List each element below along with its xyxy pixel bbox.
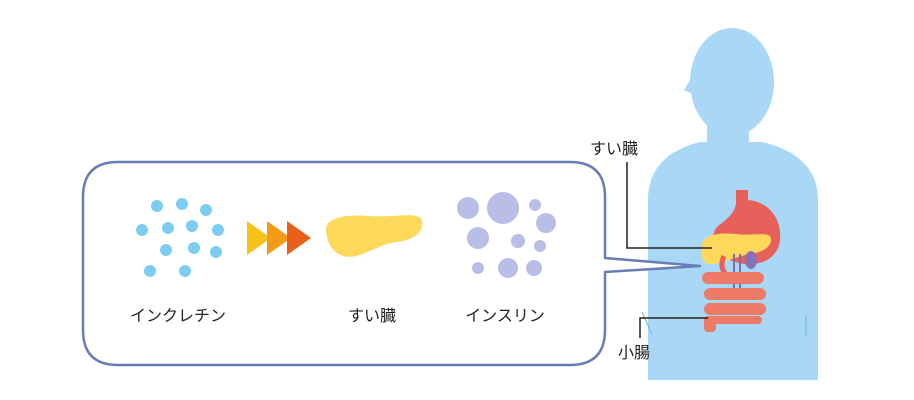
- human-body-silhouette: [641, 28, 818, 380]
- incretin-dots: [136, 198, 224, 277]
- pancreas-icon: [325, 215, 423, 257]
- small-intestine-organ: [702, 272, 766, 332]
- triple-arrow-icon: [247, 221, 311, 255]
- small-intestine-leader-line: [639, 317, 708, 338]
- pancreas-leader-line: [626, 162, 712, 249]
- pancreas-body-label: すい臓: [590, 139, 638, 158]
- insulin-label: インスリン: [465, 306, 545, 325]
- callout-box: [81, 160, 702, 367]
- insulin-dots: [457, 192, 556, 278]
- small-intestine-body-label: 小腸: [618, 343, 650, 362]
- pancreas-callout-label: すい臓: [348, 306, 396, 325]
- incretin-label: インクレチン: [130, 306, 226, 325]
- pancreas-organ: [701, 233, 772, 265]
